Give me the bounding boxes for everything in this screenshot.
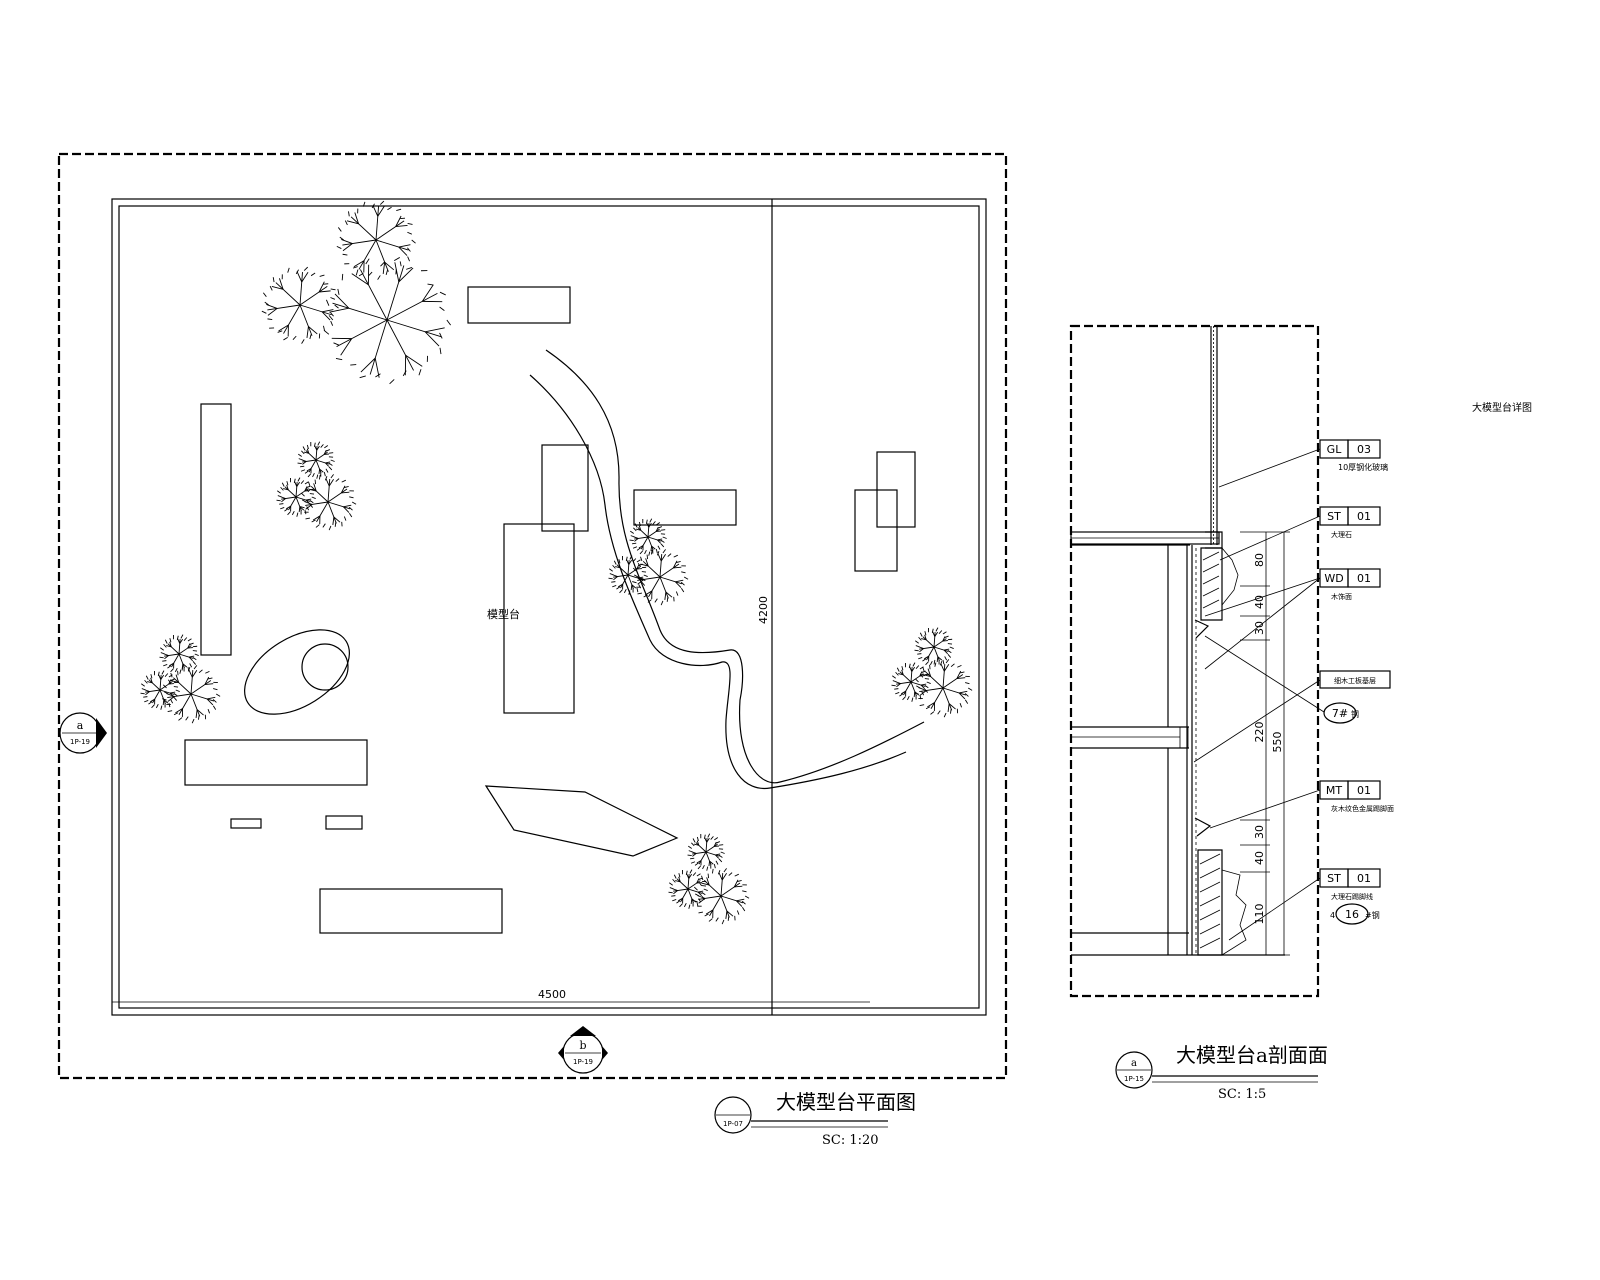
tag-code: WD	[1324, 572, 1343, 585]
model-table-label: 模型台	[487, 607, 520, 621]
dim-110: 110	[1253, 904, 1266, 925]
hatch-top	[1202, 551, 1220, 609]
box-note-text: 细木工板基层	[1334, 676, 1376, 685]
tag-mt-01: MT 01 灰木纹色金属踢脚面	[1319, 780, 1394, 813]
tree-icon	[300, 474, 357, 531]
block	[200, 403, 232, 656]
tree-icon	[687, 833, 725, 871]
section-marker-a-sheet: 1P-19	[70, 738, 90, 746]
tag-st-01-skirting: ST 01 大理石踢脚线	[1319, 868, 1381, 901]
plan-sheet-ref: 1P-07	[723, 1120, 743, 1128]
section-border	[1069, 324, 1320, 998]
tree-icon	[159, 634, 199, 674]
bubble-16-prefix: 4	[1330, 911, 1335, 920]
pentagon-block	[484, 785, 679, 857]
stream	[545, 349, 925, 784]
tag-num: 03	[1357, 443, 1371, 456]
tag-wd-01: WD 01 木饰面	[1319, 568, 1381, 601]
tag-num: 01	[1357, 872, 1371, 885]
tag-note: 大理石踢脚线	[1331, 892, 1373, 901]
block	[467, 286, 571, 324]
bubble-16-num: 16	[1345, 908, 1359, 921]
plan-title: 大模型台平面图	[776, 1090, 916, 1114]
section-title: 大模型台a剖面面	[1176, 1043, 1328, 1067]
section-marker-b: b 1P-19	[558, 1026, 608, 1074]
tag-code: MT	[1326, 784, 1342, 797]
plan-title-block: 1P-07 大模型台平面图 SC: 1:20	[714, 1090, 916, 1148]
block	[230, 818, 262, 829]
tree-icon	[276, 477, 316, 517]
block	[319, 888, 503, 934]
section-marker-b-sheet: 1P-19	[573, 1058, 593, 1066]
tree-icon	[629, 518, 667, 556]
section-marker-b-letter: b	[579, 1039, 586, 1052]
section-mark-sheet: 1P-15	[1124, 1075, 1144, 1083]
tree-group	[140, 200, 973, 925]
block	[184, 739, 368, 786]
corner-note: 大模型台详图	[1472, 401, 1532, 414]
dim-30: 30	[1253, 621, 1266, 635]
bubble-7-tail: 钢	[1351, 709, 1359, 719]
model-table-block	[503, 523, 575, 714]
tag-note: 10厚钢化玻璃	[1338, 462, 1388, 472]
width-dimension: 4500	[538, 988, 566, 1001]
tag-note: 大理石	[1331, 530, 1352, 539]
tag-num: 01	[1357, 784, 1371, 797]
pond-inner	[301, 643, 349, 691]
tree-icon	[668, 869, 708, 909]
model-table-outline	[111, 198, 987, 1016]
tag-num: 01	[1357, 510, 1371, 523]
tree-icon	[297, 441, 335, 479]
tree-icon	[261, 266, 339, 344]
pond	[244, 629, 350, 715]
bubble-7-num: 7#	[1332, 707, 1348, 720]
section-title-block: a 1P-15 大模型台a剖面面 SC: 1:5	[1115, 1043, 1328, 1102]
dim-40: 40	[1253, 595, 1266, 609]
bubble-7: 7# 钢	[1323, 702, 1359, 724]
tree-icon	[323, 257, 452, 385]
section-marker-a-letter: a	[77, 719, 84, 732]
tag-st-01: ST 01 大理石	[1319, 506, 1381, 539]
tag-num: 01	[1357, 572, 1371, 585]
model-table-inner	[118, 205, 980, 1009]
height-dimension: 4200	[757, 596, 770, 624]
block	[541, 444, 589, 532]
tag-gl-03: GL 03 10厚钢化玻璃	[1319, 439, 1388, 472]
tree-icon	[914, 659, 973, 718]
tree-icon	[632, 549, 689, 606]
bubble-16-tail: #钢	[1365, 910, 1380, 920]
dim-550: 550	[1271, 732, 1284, 753]
plan-scale: SC: 1:20	[822, 1133, 879, 1148]
dim-40b: 40	[1253, 851, 1266, 865]
tag-note: 木饰面	[1331, 592, 1352, 601]
block	[325, 815, 363, 830]
tag-box-note: 细木工板基层	[1319, 670, 1391, 689]
tree-icon	[162, 665, 221, 724]
tag-note: 灰木纹色金属踢脚面	[1331, 804, 1394, 813]
block	[633, 489, 737, 526]
section-marker-a: a 1P-19	[59, 712, 107, 754]
tag-code: ST	[1327, 872, 1341, 885]
dim-30b: 30	[1253, 825, 1266, 839]
tree-icon	[140, 670, 180, 710]
dim-80: 80	[1253, 553, 1266, 567]
tree-icon	[914, 627, 954, 667]
plan-border	[57, 152, 1008, 1080]
section-mark-letter: a	[1131, 1058, 1137, 1069]
dim-220: 220	[1253, 722, 1266, 743]
section-scale: SC: 1:5	[1218, 1087, 1266, 1102]
plan-view: 4500 4200 模型台	[57, 152, 1008, 1148]
tree-icon	[891, 662, 931, 702]
tag-code: GL	[1327, 443, 1343, 456]
tree-icon	[336, 200, 416, 280]
tree-icon	[693, 868, 750, 925]
hatch-bottom	[1199, 853, 1221, 949]
section-view: 80 40 30 220 550 30 40 110 GL 03 10厚钢化玻璃…	[1069, 324, 1394, 1102]
tag-code: ST	[1327, 510, 1341, 523]
bubble-16: 4 16 #钢	[1330, 903, 1380, 925]
block	[854, 489, 898, 572]
stream	[529, 374, 907, 790]
